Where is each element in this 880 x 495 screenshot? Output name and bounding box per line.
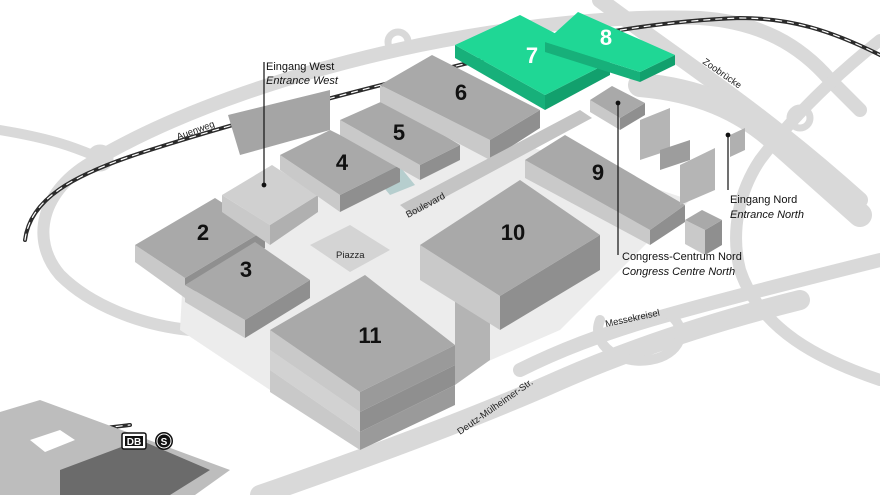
hall-labels: 2 3 4 5 6 7 8 9 10 11 (197, 25, 612, 348)
hall-10-label: 10 (501, 220, 525, 245)
hall-7-label: 7 (526, 43, 538, 68)
db-station-icon: DB (121, 432, 147, 450)
entrance-north-building[interactable] (685, 128, 745, 255)
deutz-muelheimer-road (250, 290, 810, 495)
hall-9[interactable] (525, 135, 685, 245)
sbahn-label: S (161, 437, 168, 448)
hall-6[interactable] (380, 55, 540, 160)
entrance-west-building[interactable] (222, 90, 330, 245)
auenweg-road (0, 125, 105, 163)
entrance-west-label: Eingang West (266, 61, 334, 73)
sbahn-station-icon: S (155, 432, 173, 450)
hall-8[interactable] (545, 12, 675, 82)
db-label: DB (127, 437, 141, 448)
hall-10[interactable] (420, 180, 600, 330)
leader-lines (261, 62, 731, 255)
hall-6-label: 6 (455, 80, 467, 105)
hall-11-label: 11 (358, 323, 381, 348)
hall-4-label: 4 (336, 150, 349, 175)
hall-4[interactable] (280, 130, 400, 212)
entrance-west-label-en: Entrance West (266, 75, 339, 87)
zoobruecke-road (628, 73, 872, 227)
hall-9-label: 9 (592, 160, 604, 185)
congress-centre-north-building[interactable] (590, 86, 715, 205)
station-deutz (0, 400, 230, 495)
hall-5[interactable] (340, 100, 460, 180)
piazza-area (310, 225, 390, 272)
entrance-north-label: Eingang Nord (730, 194, 797, 206)
hall-5-label: 5 (393, 120, 405, 145)
roundabout-north (384, 28, 412, 56)
roundabout-east (786, 104, 814, 132)
entrance-north-label-en: Entrance North (730, 209, 804, 221)
hall-8-label: 8 (600, 25, 612, 50)
hall-2-label: 2 (197, 220, 209, 245)
congress-centre-label-en: Congress Centre North (622, 266, 735, 278)
congress-centre-label: Congress-Centrum Nord (622, 251, 742, 263)
piazza-label: Piazza (336, 250, 365, 261)
hall-3[interactable] (185, 242, 310, 338)
hall-3-label: 3 (240, 257, 252, 282)
east-road (730, 34, 880, 386)
boulevard-walkway (400, 110, 592, 215)
hall-7[interactable] (455, 15, 610, 110)
kreisel-ring (593, 310, 686, 366)
messekreisel-road (513, 253, 880, 377)
deutz-muelheimer-label: Deutz-Mülheimer-Str. (455, 377, 535, 437)
